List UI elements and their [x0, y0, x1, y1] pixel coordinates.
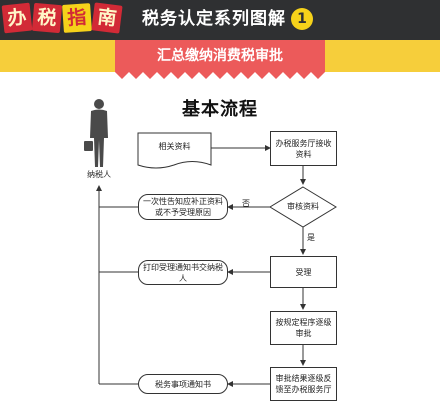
hall-receive-node: 办税服务厅接收资料	[270, 131, 337, 166]
banner-text: 汇总缴纳消费税审批	[157, 48, 283, 64]
approve-label: 按规定程序逐级审批	[275, 318, 332, 338]
edge-no-label: 否	[242, 199, 250, 208]
tax-notice-node: 税务事项通知书	[138, 374, 228, 394]
materials-node: 相关资料	[138, 133, 211, 159]
header-bar: 办 税 指 南 税务认定系列图解 1	[0, 0, 440, 40]
person-icon	[84, 99, 108, 167]
accept-label: 受理	[295, 267, 312, 277]
series-number: 1	[291, 8, 313, 30]
print-notice-label: 打印受理通知书交纳税人	[143, 262, 223, 283]
feedback-node: 审批结果逐级反馈至办税服务厅	[270, 367, 337, 401]
inform-correct-label: 一次性告知应补正资料或不予受理原因	[143, 197, 223, 217]
accept-node: 受理	[270, 256, 337, 288]
hall-receive-label: 办税服务厅接收资料	[275, 138, 332, 159]
approve-node: 按规定程序逐级审批	[270, 311, 337, 345]
feedback-label: 审批结果逐级反馈至办税服务厅	[275, 374, 332, 394]
flow-title: 基本流程	[182, 99, 258, 120]
review-label: 审核资料	[287, 202, 319, 211]
edge-yes-label: 是	[307, 233, 315, 242]
taxpayer-label: 纳税人	[87, 170, 111, 179]
materials-shape	[137, 132, 212, 169]
banner: 汇总缴纳消费税审批	[115, 40, 325, 72]
series-title: 税务认定系列图解	[142, 9, 286, 29]
banner-zigzag	[115, 72, 325, 79]
tax-notice-label: 税务事项通知书	[155, 379, 211, 389]
inform-correct-node: 一次性告知应补正资料或不予受理原因	[138, 194, 228, 220]
materials-label: 相关资料	[158, 141, 191, 151]
print-notice-node: 打印受理通知书交纳税人	[138, 260, 228, 285]
